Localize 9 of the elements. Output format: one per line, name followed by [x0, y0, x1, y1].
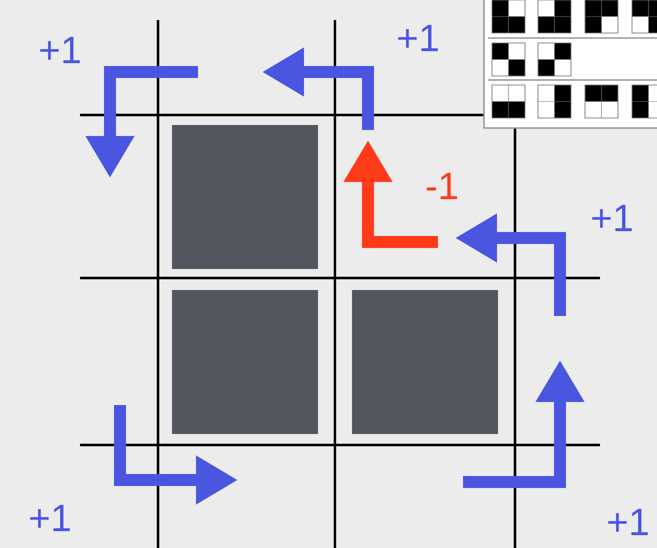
score-label: -1 — [426, 172, 458, 200]
score-label: +1 — [592, 204, 632, 232]
square-tile — [172, 125, 318, 269]
score-label: +1 — [40, 36, 80, 64]
score-label: +1 — [398, 24, 438, 52]
square-tile — [352, 290, 498, 434]
score-label: +1 — [608, 508, 648, 536]
square-tile — [172, 290, 318, 434]
score-label: +1 — [30, 504, 70, 532]
